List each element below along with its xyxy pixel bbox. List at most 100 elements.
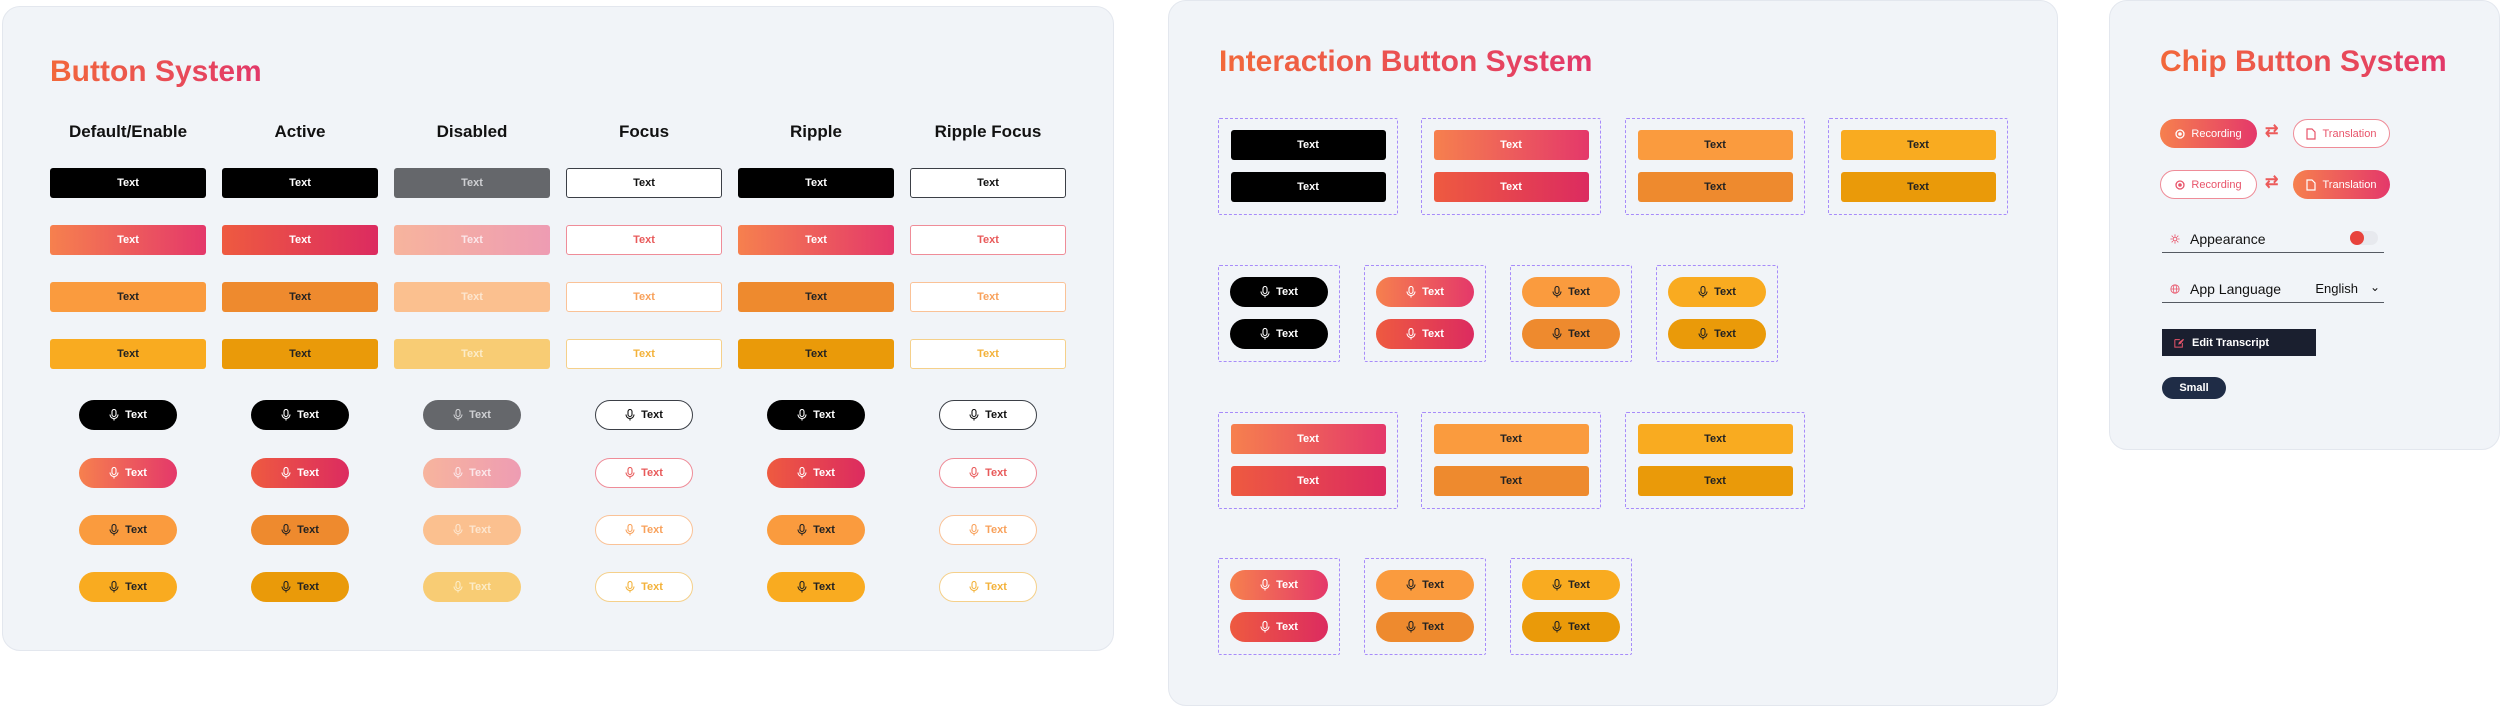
icon-text-button[interactable]: Text — [1230, 612, 1328, 642]
interaction-group — [1656, 265, 1778, 362]
recording-chip-outlined[interactable]: Recording — [2160, 170, 2257, 199]
microphone-icon — [969, 580, 979, 593]
icon-text-button[interactable]: Text — [939, 572, 1037, 602]
icon-text-button[interactable]: Text — [595, 515, 693, 545]
icon-text-button[interactable]: Text — [423, 400, 521, 430]
icon-text-button[interactable]: Text — [767, 458, 865, 488]
text-button[interactable]: Text — [1433, 424, 1589, 454]
icon-text-button[interactable]: Text — [767, 400, 865, 430]
recording-chip-filled[interactable]: Recording — [2160, 119, 2257, 148]
icon-text-button[interactable]: Text — [767, 515, 865, 545]
icon-text-button[interactable]: Text — [939, 400, 1037, 430]
icon-text-button[interactable]: Text — [1230, 277, 1328, 307]
text-button[interactable]: Text — [738, 339, 894, 369]
text-button[interactable]: Text — [50, 168, 206, 198]
icon-text-button[interactable]: Text — [767, 572, 865, 602]
app-language-value[interactable]: English — [2315, 281, 2358, 296]
icon-text-button[interactable]: Text — [1376, 570, 1474, 600]
text-button[interactable]: Text — [50, 282, 206, 312]
text-button[interactable]: Text — [1637, 424, 1793, 454]
text-button[interactable]: Text — [1230, 424, 1386, 454]
text-button[interactable]: Text — [566, 339, 722, 369]
icon-text-button[interactable]: Text — [423, 458, 521, 488]
icon-text-button[interactable]: Text — [1376, 612, 1474, 642]
edit-transcript-button[interactable]: Edit Transcript — [2162, 329, 2316, 356]
icon-text-button[interactable]: Text — [251, 458, 349, 488]
text-button[interactable]: Text — [1840, 172, 1996, 202]
text-button[interactable]: Text — [1433, 466, 1589, 496]
button-label: Text — [805, 234, 827, 246]
text-button[interactable]: Text — [222, 225, 378, 255]
icon-text-button[interactable]: Text — [1230, 319, 1328, 349]
text-button[interactable]: Text — [910, 339, 1066, 369]
icon-text-button[interactable]: Text — [1376, 277, 1474, 307]
text-button[interactable]: Text — [1840, 130, 1996, 160]
text-button[interactable]: Text — [394, 339, 550, 369]
appearance-toggle[interactable] — [2350, 231, 2378, 245]
text-button[interactable]: Text — [738, 225, 894, 255]
text-button[interactable]: Text — [1230, 172, 1386, 202]
text-button[interactable]: Text — [1230, 130, 1386, 160]
appearance-setting[interactable]: Appearance — [2162, 225, 2384, 253]
text-button[interactable]: Text — [738, 282, 894, 312]
app-language-setting[interactable]: App Language English ⌄ — [2162, 275, 2384, 303]
small-button[interactable]: Small — [2162, 377, 2226, 399]
icon-text-button[interactable]: Text — [1522, 319, 1620, 349]
icon-text-button[interactable]: Text — [595, 400, 693, 430]
icon-text-button[interactable]: Text — [1522, 277, 1620, 307]
text-button[interactable]: Text — [1637, 130, 1793, 160]
icon-text-button[interactable]: Text — [423, 572, 521, 602]
text-button[interactable]: Text — [50, 225, 206, 255]
text-button[interactable]: Text — [394, 168, 550, 198]
button-label: Text — [641, 581, 663, 593]
text-button[interactable]: Text — [1433, 172, 1589, 202]
icon-text-button[interactable]: Text — [423, 515, 521, 545]
chevron-down-icon[interactable]: ⌄ — [2369, 280, 2380, 294]
translation-chip-filled[interactable]: Translation — [2293, 170, 2390, 199]
text-button[interactable]: Text — [1637, 466, 1793, 496]
text-button[interactable]: Text — [910, 168, 1066, 198]
icon-text-button[interactable]: Text — [1522, 612, 1620, 642]
text-button[interactable]: Text — [1433, 130, 1589, 160]
swap-arrows-icon[interactable]: ⇄ — [2265, 123, 2279, 140]
text-button[interactable]: Text — [566, 168, 722, 198]
icon-text-button[interactable]: Text — [79, 572, 177, 602]
icon-text-button[interactable]: Text — [251, 572, 349, 602]
button-label: Text — [469, 524, 491, 536]
text-button[interactable]: Text — [910, 225, 1066, 255]
interaction-group — [1364, 558, 1486, 655]
icon-text-button[interactable]: Text — [595, 572, 693, 602]
translation-chip-outlined[interactable]: Translation — [2293, 119, 2390, 148]
text-button[interactable]: Text — [566, 225, 722, 255]
icon-text-button[interactable]: Text — [79, 515, 177, 545]
text-button[interactable]: Text — [1230, 466, 1386, 496]
icon-text-button[interactable]: Text — [1230, 570, 1328, 600]
text-button[interactable]: Text — [566, 282, 722, 312]
icon-text-button[interactable]: Text — [939, 515, 1037, 545]
icon-text-button[interactable]: Text — [1376, 319, 1474, 349]
interaction-group — [1218, 412, 1398, 509]
icon-text-button[interactable]: Text — [595, 458, 693, 488]
button-label: Text — [1500, 433, 1522, 445]
icon-text-button[interactable]: Text — [251, 400, 349, 430]
text-button[interactable]: Text — [394, 225, 550, 255]
icon-text-button[interactable]: Text — [79, 458, 177, 488]
icon-text-button[interactable]: Text — [1522, 570, 1620, 600]
text-button[interactable]: Text — [1637, 172, 1793, 202]
microphone-icon — [453, 523, 463, 536]
document-icon — [2306, 178, 2317, 191]
icon-text-button[interactable]: Text — [1668, 277, 1766, 307]
interaction-group — [1510, 558, 1632, 655]
icon-text-button[interactable]: Text — [79, 400, 177, 430]
icon-text-button[interactable]: Text — [251, 515, 349, 545]
text-button[interactable]: Text — [910, 282, 1066, 312]
icon-text-button[interactable]: Text — [939, 458, 1037, 488]
text-button[interactable]: Text — [50, 339, 206, 369]
text-button[interactable]: Text — [222, 339, 378, 369]
text-button[interactable]: Text — [222, 168, 378, 198]
text-button[interactable]: Text — [222, 282, 378, 312]
text-button[interactable]: Text — [738, 168, 894, 198]
text-button[interactable]: Text — [394, 282, 550, 312]
icon-text-button[interactable]: Text — [1668, 319, 1766, 349]
swap-arrows-icon[interactable]: ⇄ — [2265, 174, 2279, 191]
